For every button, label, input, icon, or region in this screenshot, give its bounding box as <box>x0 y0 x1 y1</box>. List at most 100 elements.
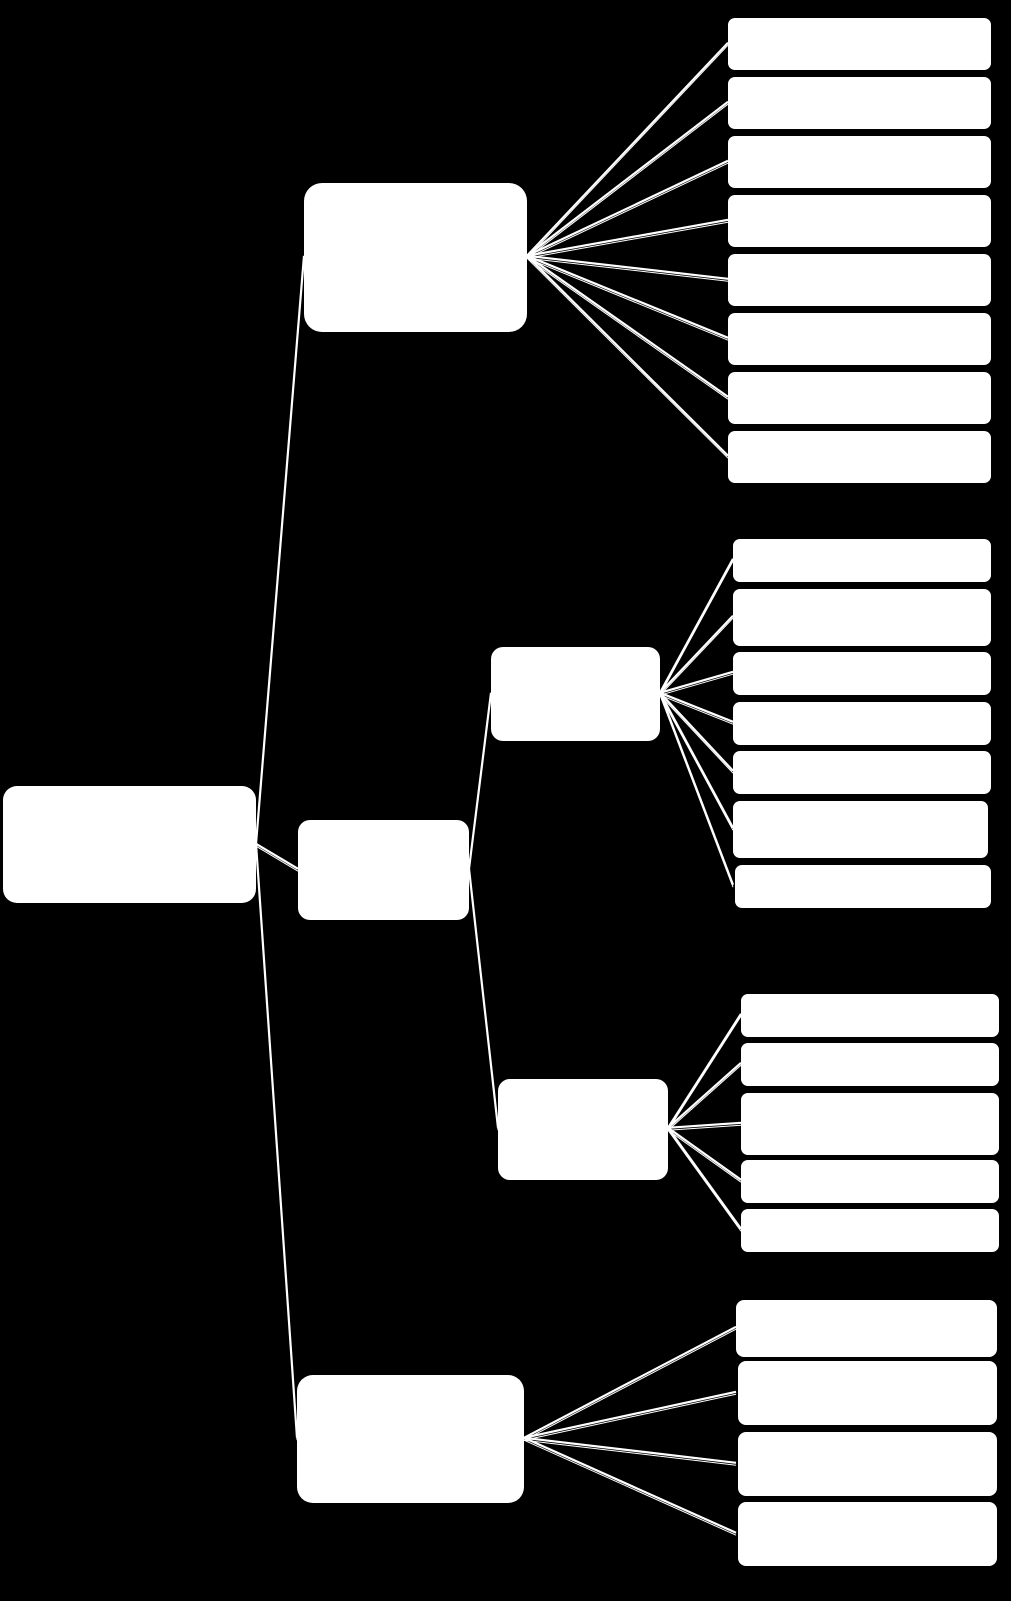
leaf-node-label <box>860 1530 876 1538</box>
leaf-node <box>728 254 991 306</box>
leaf-node <box>741 1160 999 1203</box>
connector-line <box>523 1325 737 1439</box>
connector-line <box>667 1064 742 1131</box>
leaf-node-label <box>854 769 870 777</box>
connector-line <box>659 691 734 723</box>
leaf-node <box>733 702 991 745</box>
branch-node-3-label <box>403 1435 419 1443</box>
connector-line <box>523 1436 737 1464</box>
connector-line <box>659 694 734 725</box>
connector-line <box>658 692 735 886</box>
leaf-node <box>733 589 991 646</box>
leaf-node-label <box>862 1012 878 1020</box>
connector-line <box>667 1129 742 1183</box>
connector-line <box>667 1126 742 1181</box>
connector-line <box>659 692 734 829</box>
connector-line <box>468 695 492 872</box>
connector-line <box>659 670 734 694</box>
leaf-node-label <box>852 453 868 461</box>
leaf-node-label <box>852 335 868 343</box>
leaf-node-label <box>853 826 869 834</box>
leaf-node <box>728 313 991 365</box>
connector-line <box>526 257 729 282</box>
leaf-node-label <box>860 1460 876 1468</box>
connector-line <box>526 255 729 457</box>
connector-line <box>526 44 729 259</box>
connector-line <box>659 694 734 774</box>
connector-line <box>526 103 729 259</box>
connector-line <box>667 1127 742 1230</box>
leaf-node-label <box>854 670 870 678</box>
branch-node-2 <box>298 820 469 920</box>
connector-line <box>526 218 729 257</box>
leaf-node <box>728 136 991 188</box>
connector-line <box>526 254 729 339</box>
sub-branch-node-2 <box>498 1079 668 1180</box>
branch-node-3 <box>297 1375 524 1503</box>
connector-line <box>523 1436 737 1534</box>
connector-line <box>255 842 299 870</box>
connector-line <box>526 159 729 257</box>
leaf-node <box>728 372 991 424</box>
leaf-node <box>728 77 991 129</box>
connector-line <box>526 257 729 459</box>
leaf-node-label <box>855 883 871 891</box>
connector-line <box>667 1015 742 1131</box>
connector-line <box>526 162 729 259</box>
connector-line <box>659 694 734 831</box>
leaf-node-label <box>860 1389 876 1397</box>
connector-line <box>667 1121 742 1129</box>
leaf-node <box>741 994 999 1037</box>
connector-line <box>526 254 729 398</box>
leaf-node <box>741 1043 999 1086</box>
sub-branch-node-2-label <box>575 1126 591 1134</box>
sub-branch-node-1 <box>491 647 660 741</box>
connector-line <box>659 558 734 694</box>
leaf-node <box>738 1432 997 1496</box>
leaf-node-label <box>862 1120 878 1128</box>
connector-line <box>667 1061 742 1129</box>
leaf-node-label <box>852 217 868 225</box>
leaf-node <box>728 195 991 247</box>
leaf-node <box>733 751 991 794</box>
connector-line <box>667 1013 742 1129</box>
connector-line <box>526 221 729 259</box>
connector-line <box>526 100 729 257</box>
root-node-label <box>122 841 138 849</box>
leaf-node-label <box>854 614 870 622</box>
sub-branch-node-1-label <box>568 690 584 698</box>
root-node <box>3 786 256 903</box>
connector-line <box>659 692 734 772</box>
connector-line <box>523 1390 737 1439</box>
leaf-node <box>735 865 991 908</box>
branch-node-1 <box>304 183 527 332</box>
connector-line <box>667 1124 742 1131</box>
connector-line <box>659 695 734 888</box>
leaf-node-label <box>854 557 870 565</box>
connector-line <box>659 617 734 696</box>
leaf-node-label <box>852 276 868 284</box>
leaf-node-label <box>852 394 868 402</box>
connector-line <box>255 846 298 1441</box>
branch-node-2-label <box>376 866 392 874</box>
connector-line <box>667 1129 742 1232</box>
leaf-node <box>738 1502 997 1566</box>
leaf-node-label <box>862 1178 878 1186</box>
leaf-node-label <box>859 1325 875 1333</box>
leaf-node <box>728 431 991 483</box>
leaf-node <box>733 539 991 582</box>
connector-line <box>523 1439 737 1466</box>
leaf-node-label <box>852 40 868 48</box>
leaf-node <box>738 1361 997 1425</box>
leaf-node-label <box>854 720 870 728</box>
branch-node-1-label <box>408 254 424 262</box>
connector-line <box>659 673 734 696</box>
connector-line <box>255 258 305 847</box>
connector-line <box>659 560 734 696</box>
connector-line <box>523 1439 737 1536</box>
connector-line <box>526 257 729 341</box>
connector-line <box>523 1328 737 1441</box>
connector-line <box>523 1393 737 1441</box>
leaf-node <box>741 1209 999 1252</box>
